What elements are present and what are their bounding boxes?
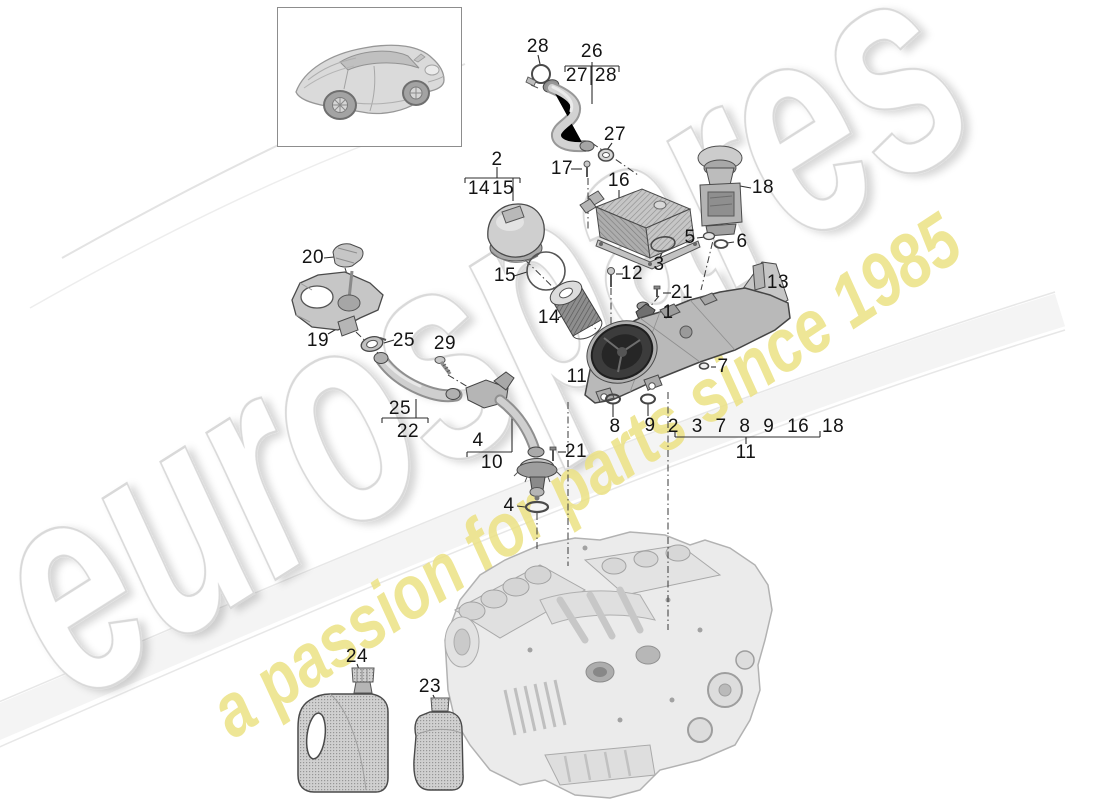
part-washers-5-6[interactable] bbox=[702, 231, 729, 249]
part-o-ring-3[interactable] bbox=[650, 235, 676, 253]
callout-18[interactable]: 18 bbox=[751, 177, 775, 198]
part-bolt-29[interactable] bbox=[434, 356, 452, 376]
callout-7[interactable]: 7 bbox=[717, 356, 729, 377]
swoosh-band bbox=[0, 293, 1066, 740]
callout-19[interactable]: 19 bbox=[306, 330, 330, 351]
part-o-ring-9[interactable] bbox=[640, 393, 656, 405]
part-hose-clamp[interactable] bbox=[525, 64, 551, 89]
part-engine-oil-bottle[interactable] bbox=[413, 697, 464, 791]
callout-14[interactable]: 14 bbox=[537, 307, 561, 328]
part-air-guide[interactable] bbox=[697, 145, 743, 237]
callout-21[interactable]: 21 bbox=[564, 441, 588, 462]
part-o-ring-4[interactable] bbox=[524, 500, 550, 514]
callout-12[interactable]: 12 bbox=[620, 263, 644, 284]
part-bolt-17[interactable] bbox=[583, 160, 591, 177]
swoosh-line-upper2 bbox=[29, 135, 389, 309]
part-oil-suction-pipe[interactable] bbox=[465, 371, 562, 501]
callout-2-3-7-8-9-16-18[interactable]: 2 3 7 8 9 16 18 bbox=[667, 416, 845, 437]
part-oil-filter-console[interactable] bbox=[577, 261, 791, 404]
callout-15[interactable]: 15 bbox=[491, 178, 515, 199]
part-oil-filter-cover[interactable] bbox=[487, 203, 545, 263]
part-oil-filler-cap[interactable] bbox=[332, 243, 364, 268]
callout-10[interactable]: 10 bbox=[480, 452, 504, 473]
callout-21[interactable]: 21 bbox=[670, 282, 694, 303]
part-breather-hose[interactable] bbox=[541, 78, 595, 153]
callout-11[interactable]: 11 bbox=[566, 366, 588, 387]
part-clamp-25[interactable] bbox=[360, 334, 387, 353]
callout-26[interactable]: 26 bbox=[580, 41, 604, 62]
callout-4[interactable]: 4 bbox=[503, 495, 515, 516]
callout-29[interactable]: 29 bbox=[433, 333, 457, 354]
part-nut-7[interactable] bbox=[698, 362, 710, 370]
callout-2[interactable]: 2 bbox=[491, 149, 503, 170]
callout-11[interactable]: 11 bbox=[735, 442, 757, 463]
callout-6[interactable]: 6 bbox=[736, 231, 748, 252]
porsche-911-sketch-icon bbox=[295, 44, 445, 120]
swoosh-edge-top bbox=[0, 291, 1056, 703]
callout-15[interactable]: 15 bbox=[493, 265, 517, 286]
part-water-hose[interactable] bbox=[373, 352, 463, 403]
callout-20[interactable]: 20 bbox=[301, 247, 325, 268]
part-o-ring-15[interactable] bbox=[526, 251, 566, 291]
callout-1[interactable]: 1 bbox=[662, 302, 674, 323]
part-oil-cooler[interactable] bbox=[579, 188, 701, 270]
part-bolt-21-lower[interactable] bbox=[549, 446, 557, 461]
part-filler-neck-cover[interactable] bbox=[291, 270, 384, 337]
swoosh-edge-bottom bbox=[0, 329, 1066, 748]
part-bolt-12[interactable] bbox=[607, 267, 615, 288]
callout-4[interactable]: 4 bbox=[472, 430, 484, 451]
callout-8[interactable]: 8 bbox=[609, 416, 621, 437]
callout-23[interactable]: 23 bbox=[418, 676, 442, 697]
callout-14[interactable]: 14 bbox=[467, 178, 491, 199]
callout-27[interactable]: 27 bbox=[565, 65, 589, 86]
callout-25[interactable]: 25 bbox=[392, 330, 416, 351]
callout-9[interactable]: 9 bbox=[644, 415, 656, 436]
callout-28[interactable]: 28 bbox=[526, 36, 550, 57]
callout-13[interactable]: 13 bbox=[766, 272, 790, 293]
part-o-ring-8[interactable] bbox=[605, 393, 621, 405]
callout-25[interactable]: 25 bbox=[388, 398, 412, 419]
vehicle-thumbnail-box bbox=[277, 7, 462, 147]
callout-5[interactable]: 5 bbox=[684, 227, 696, 248]
callout-27[interactable]: 27 bbox=[603, 124, 627, 145]
callout-3[interactable]: 3 bbox=[653, 254, 665, 275]
callout-24[interactable]: 24 bbox=[345, 646, 369, 667]
callout-16[interactable]: 16 bbox=[607, 170, 631, 191]
callout-17[interactable]: 17 bbox=[550, 158, 574, 179]
engine-block-illustration bbox=[444, 531, 773, 799]
part-engine-oil-canister[interactable] bbox=[297, 667, 389, 793]
callout-22[interactable]: 22 bbox=[396, 421, 420, 442]
part-filter-element[interactable] bbox=[546, 276, 603, 340]
callout-28[interactable]: 28 bbox=[594, 65, 618, 86]
part-sealing-ring[interactable] bbox=[597, 148, 615, 162]
